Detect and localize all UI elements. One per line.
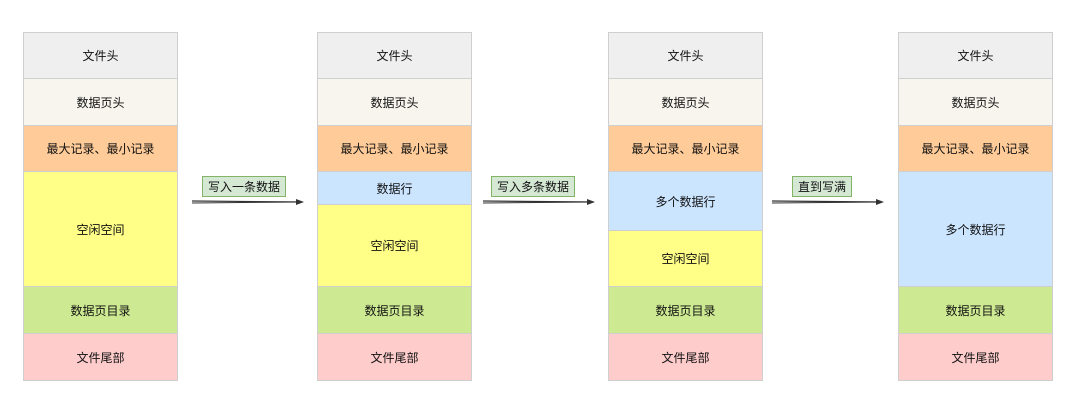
segment-file-trailer: 文件尾部 [608, 334, 763, 381]
segment-user-records: 多个数据行 [608, 172, 763, 231]
step-arrow-1: 写入一条数据 [191, 172, 307, 212]
segment-file-header: 文件头 [23, 32, 178, 79]
page-state-empty: 文件头 数据页头 最大记录、最小记录 空闲空间 数据页目录 文件尾部 [23, 32, 178, 381]
segment-free-space: 空闲空间 [608, 231, 763, 287]
segment-page-directory: 数据页目录 [898, 287, 1053, 334]
page-state-many-rows: 文件头 数据页头 最大记录、最小记录 多个数据行 空闲空间 数据页目录 文件尾部 [608, 32, 763, 381]
segment-page-header: 数据页头 [898, 79, 1053, 126]
segment-file-header: 文件头 [608, 32, 763, 79]
segment-infimum-supremum: 最大记录、最小记录 [898, 126, 1053, 172]
segment-infimum-supremum: 最大记录、最小记录 [23, 126, 178, 172]
arrow-right-icon [191, 199, 304, 205]
segment-user-records: 数据行 [317, 172, 472, 205]
segment-user-records: 多个数据行 [898, 172, 1053, 287]
segment-page-directory: 数据页目录 [23, 287, 178, 334]
step-label: 写入多条数据 [491, 176, 576, 197]
segment-file-header: 文件头 [317, 32, 472, 79]
arrow-right-icon [482, 199, 595, 205]
segment-infimum-supremum: 最大记录、最小记录 [608, 126, 763, 172]
page-state-full: 文件头 数据页头 最大记录、最小记录 多个数据行 数据页目录 文件尾部 [898, 32, 1053, 381]
page-state-one-row: 文件头 数据页头 最大记录、最小记录 数据行 空闲空间 数据页目录 文件尾部 [317, 32, 472, 381]
step-arrow-2: 写入多条数据 [482, 172, 598, 212]
segment-page-header: 数据页头 [608, 79, 763, 126]
segment-page-header: 数据页头 [317, 79, 472, 126]
arrow-right-icon [771, 199, 884, 205]
segment-page-header: 数据页头 [23, 79, 178, 126]
step-label: 写入一条数据 [202, 176, 287, 197]
segment-file-trailer: 文件尾部 [317, 334, 472, 381]
step-label: 直到写满 [792, 176, 853, 197]
segment-page-directory: 数据页目录 [317, 287, 472, 334]
segment-file-trailer: 文件尾部 [898, 334, 1053, 381]
segment-file-header: 文件头 [898, 32, 1053, 79]
step-arrow-3: 直到写满 [771, 172, 887, 212]
segment-free-space: 空闲空间 [317, 205, 472, 287]
segment-page-directory: 数据页目录 [608, 287, 763, 334]
segment-infimum-supremum: 最大记录、最小记录 [317, 126, 472, 172]
segment-free-space: 空闲空间 [23, 172, 178, 287]
segment-file-trailer: 文件尾部 [23, 334, 178, 381]
